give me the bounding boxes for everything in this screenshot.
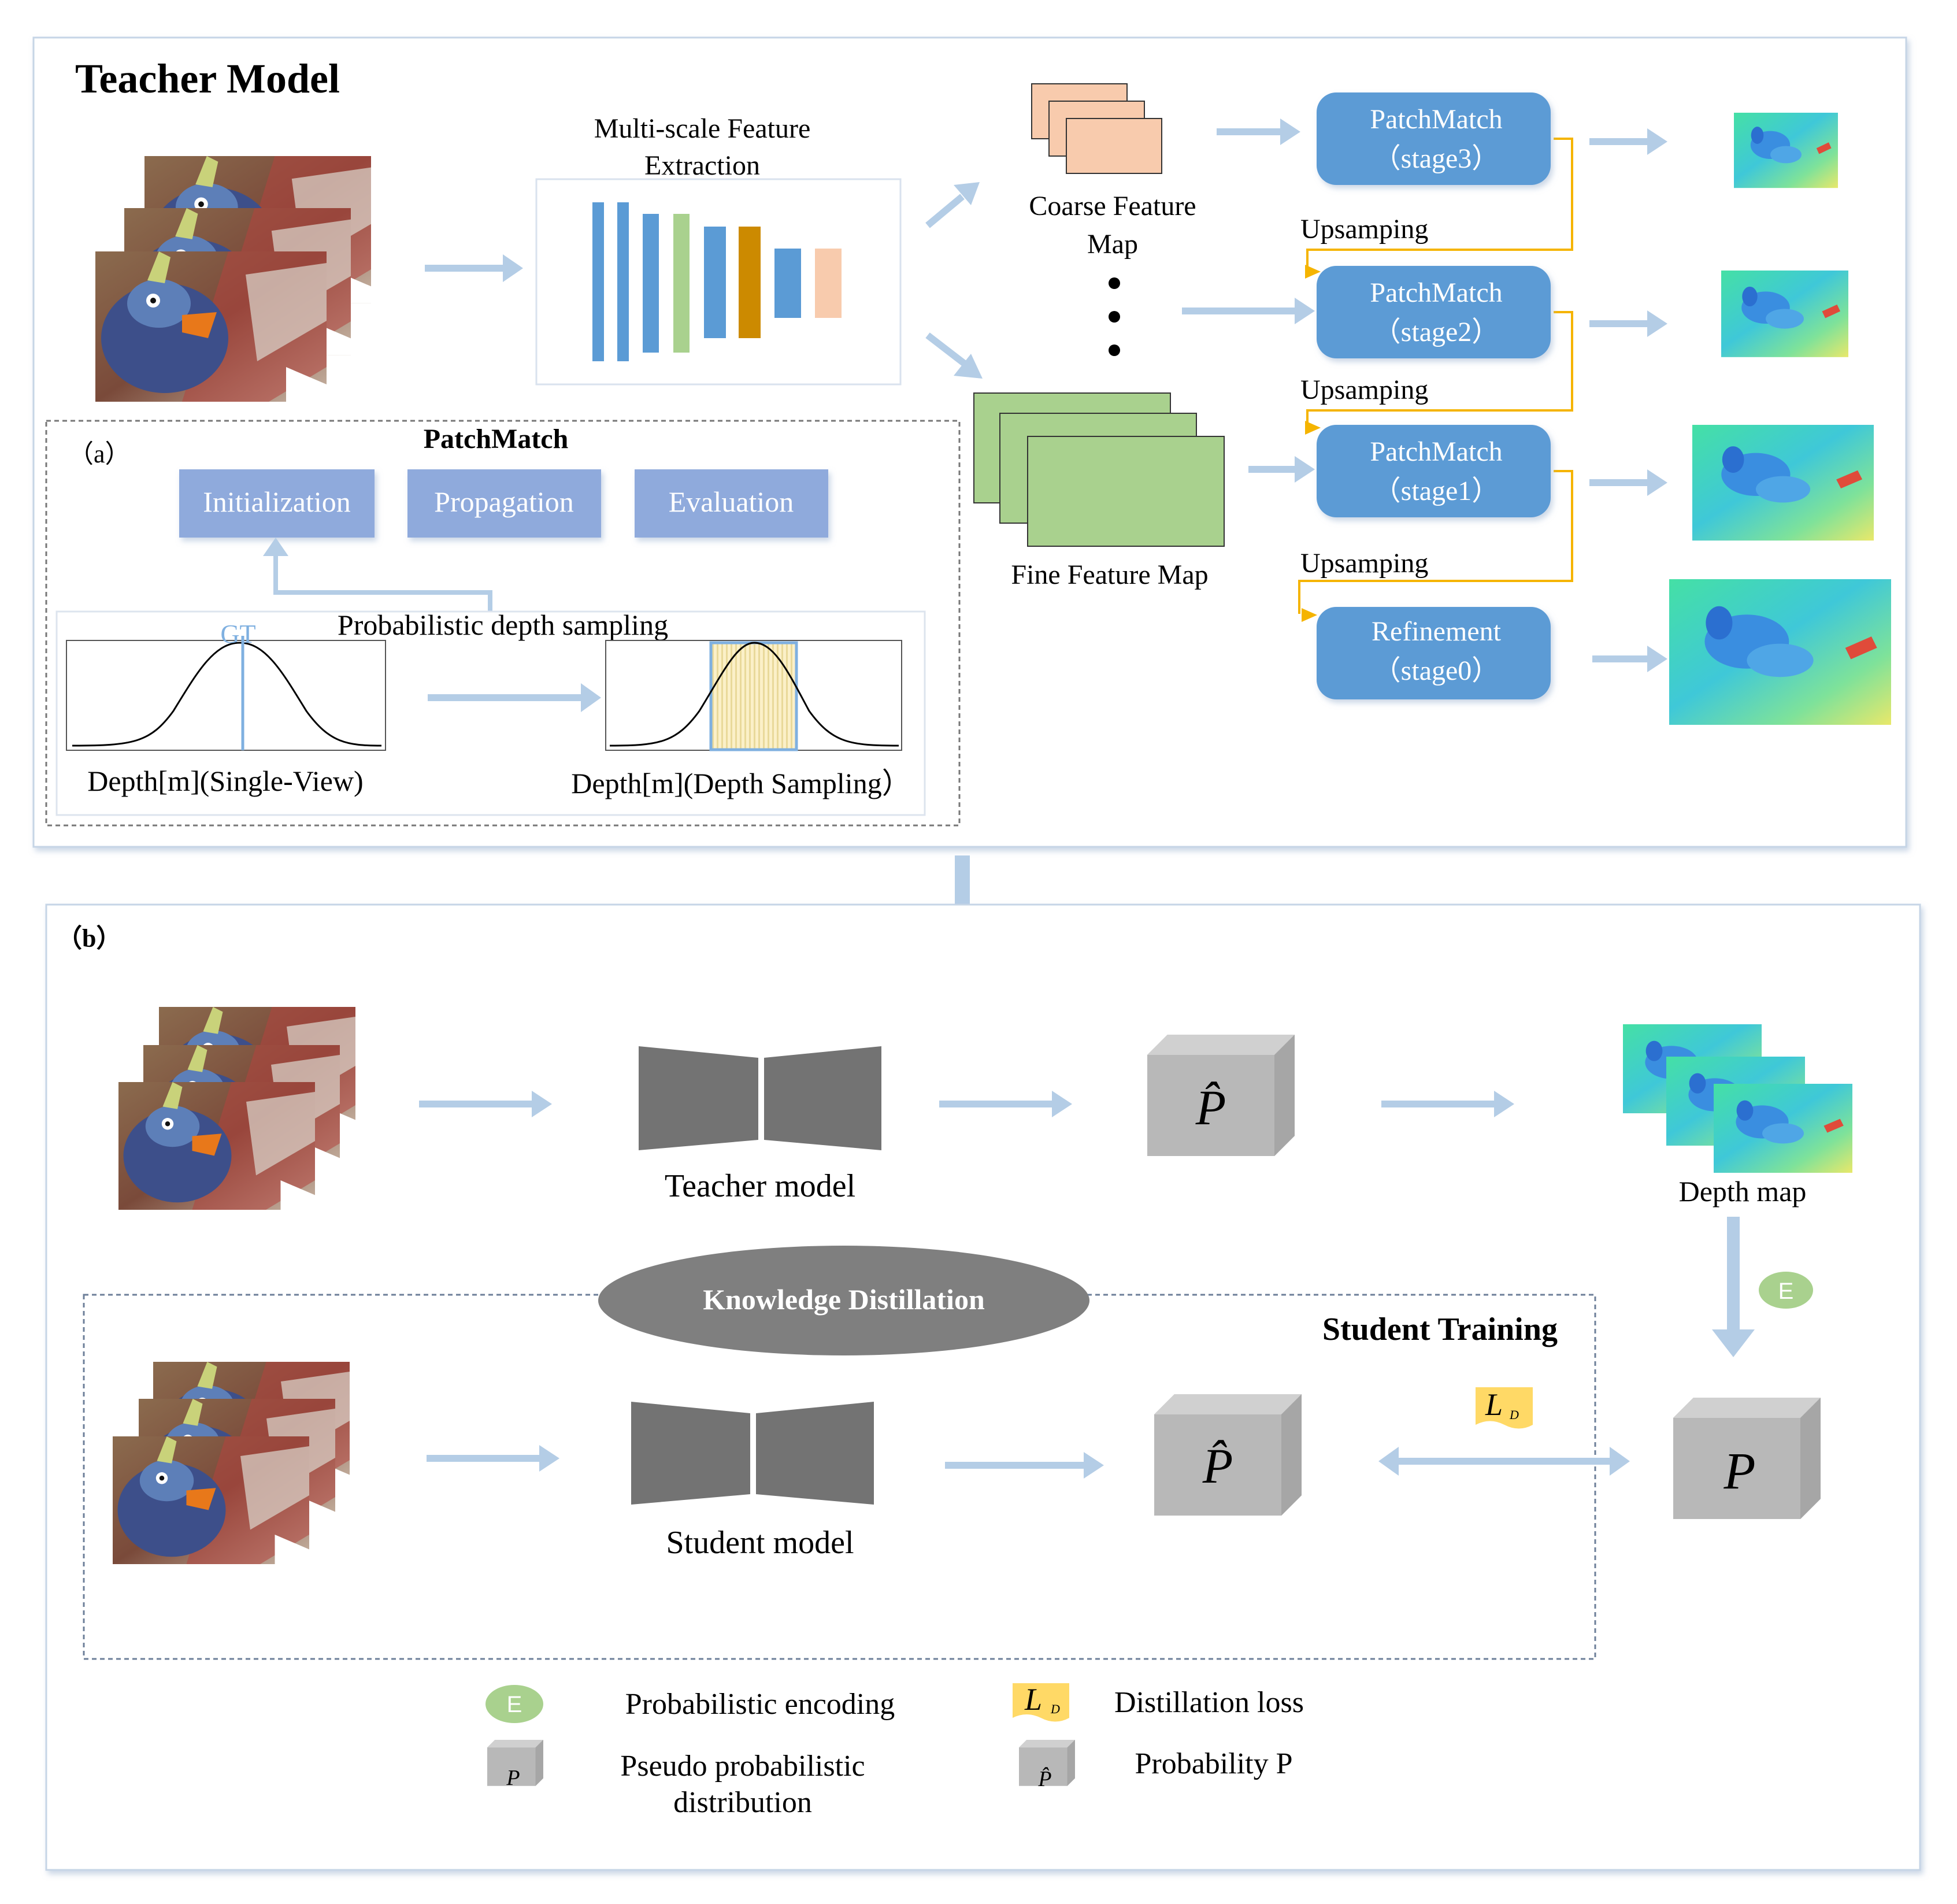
single-view-caption: Depth[m](Single-View) — [87, 765, 363, 797]
distill-loss-badge — [1476, 1387, 1533, 1429]
arrow-b-4 — [427, 1445, 559, 1472]
arrow-to-extraction — [425, 254, 523, 282]
legend-phat-cube-label: P̂ — [1037, 1767, 1051, 1791]
sampling-label: Probabilistic depth sampling — [338, 609, 668, 641]
extraction-label-2: Extraction — [644, 150, 760, 181]
stage2-line2: （stage2） — [1373, 317, 1500, 347]
stage2-line1: PatchMatch — [1370, 277, 1502, 308]
step-initialization: Initialization — [179, 469, 375, 538]
depth-output-stage0 — [1669, 579, 1891, 725]
student-p-hat-label: P̂ — [1202, 1438, 1233, 1494]
teacher-p-hat-label: P̂ — [1195, 1080, 1226, 1135]
arrow-b-2 — [939, 1091, 1072, 1117]
legend-e-badge — [485, 1685, 543, 1723]
legend-pseudo-line1: Pseudo probabilistic — [620, 1750, 865, 1783]
distill-loss-badge-main: L — [1485, 1387, 1503, 1422]
step-evaluation: Evaluation — [635, 469, 828, 538]
distillation-double-arrow — [1378, 1447, 1630, 1476]
legend-p-cube-label: P — [506, 1766, 520, 1790]
stage3-box: PatchMatch （stage3） — [1317, 92, 1551, 185]
upsampling-label-1: Upsamping — [1300, 214, 1428, 245]
upsampling-arrowheads — [1302, 265, 1321, 622]
legend-pseudo-line2: distribution — [673, 1786, 812, 1819]
patchmatch-title: PatchMatch — [424, 424, 569, 454]
distillation-frame — [45, 903, 1921, 1871]
part-b-label: （b） — [57, 924, 121, 953]
student-model-label: Student model — [666, 1525, 854, 1561]
stage0-line1: Refinement — [1372, 616, 1502, 647]
stage1-line1: PatchMatch — [1370, 436, 1502, 467]
arrows-to-depth-outputs — [1589, 128, 1667, 672]
sampling-feedback-arrow — [263, 538, 492, 613]
upsampling-label-2: Upsamping — [1300, 375, 1428, 405]
teacher-title: Teacher Model — [75, 55, 340, 102]
stage1-box: PatchMatch （stage1） — [1317, 425, 1551, 517]
coarse-label-2: Map — [1087, 229, 1138, 260]
student-encoder-decoder — [631, 1402, 874, 1505]
extraction-label-1: Multi-scale Feature — [594, 113, 811, 144]
upsampling-connectors — [1298, 138, 1573, 614]
arrow-b-1 — [419, 1091, 552, 1117]
pseudo-p-label: P — [1724, 1443, 1756, 1500]
single-view-plot — [66, 636, 386, 751]
arrow-b-3 — [1381, 1091, 1514, 1117]
legend-ld-main: L — [1024, 1682, 1042, 1717]
step-propagation: Propagation — [407, 469, 601, 538]
legend-prob-encoding: Probabilistic encoding — [625, 1688, 895, 1721]
student-training-label: Student Training — [1322, 1312, 1558, 1347]
coarse-label-1: Coarse Feature — [1029, 191, 1196, 221]
step-propagation-label: Propagation — [434, 486, 574, 518]
sampling-arrow — [428, 683, 601, 712]
arrow-b-5 — [945, 1452, 1104, 1479]
upsampling-label-3: Upsamping — [1300, 548, 1428, 579]
stage3-line1: PatchMatch — [1370, 104, 1502, 135]
arrows-into-stages — [1182, 118, 1315, 483]
step-evaluation-label: Evaluation — [669, 486, 794, 518]
coarse-feature-map — [1031, 83, 1162, 174]
legend-e-badge-label: E — [507, 1692, 522, 1717]
distill-loss-badge-sub: D — [1509, 1407, 1519, 1422]
fine-feature-map — [973, 392, 1225, 547]
stage0-line2: （stage0） — [1373, 655, 1500, 686]
depth-sampling-caption: Depth[m](Depth Sampling） — [571, 767, 910, 799]
feature-pyramid-bars — [592, 202, 842, 361]
stage2-box: PatchMatch （stage2） — [1317, 266, 1551, 358]
encoding-badge — [1759, 1272, 1813, 1309]
ellipsis-dots — [1109, 277, 1120, 356]
depth-output-stage3 — [1734, 113, 1838, 188]
depth-sampling-plot — [605, 640, 902, 751]
knowledge-distillation-ellipse — [598, 1246, 1089, 1355]
fine-label: Fine Feature Map — [1011, 560, 1208, 590]
legend-ld-badge — [1013, 1683, 1069, 1722]
step-initialization-label: Initialization — [203, 486, 350, 518]
legend-distill-loss: Distillation loss — [1114, 1686, 1304, 1719]
patchmatch-box — [45, 420, 961, 827]
gt-label: GT — [220, 619, 255, 649]
depth-output-stage2 — [1721, 271, 1848, 357]
stage1-line2: （stage1） — [1373, 476, 1500, 506]
patchmatch-label-a: （a） — [68, 440, 131, 468]
depth-output-stage1 — [1692, 425, 1874, 541]
arrow-to-coarse — [925, 182, 980, 228]
legend-ld-sub: D — [1050, 1702, 1060, 1716]
stage0-box: Refinement （stage0） — [1317, 607, 1551, 699]
encoding-badge-label: E — [1778, 1279, 1794, 1304]
teacher-model-label: Teacher model — [665, 1168, 855, 1204]
arrow-to-fine — [925, 332, 983, 379]
knowledge-distillation-label: Knowledge Distillation — [703, 1283, 985, 1316]
depth-to-p-arrow — [1712, 1217, 1755, 1357]
depth-map-label: Depth map — [1679, 1175, 1807, 1207]
teacher-encoder-decoder — [639, 1046, 881, 1150]
stage3-line2: （stage3） — [1373, 143, 1500, 174]
legend-probability-p: Probability P — [1135, 1747, 1292, 1780]
